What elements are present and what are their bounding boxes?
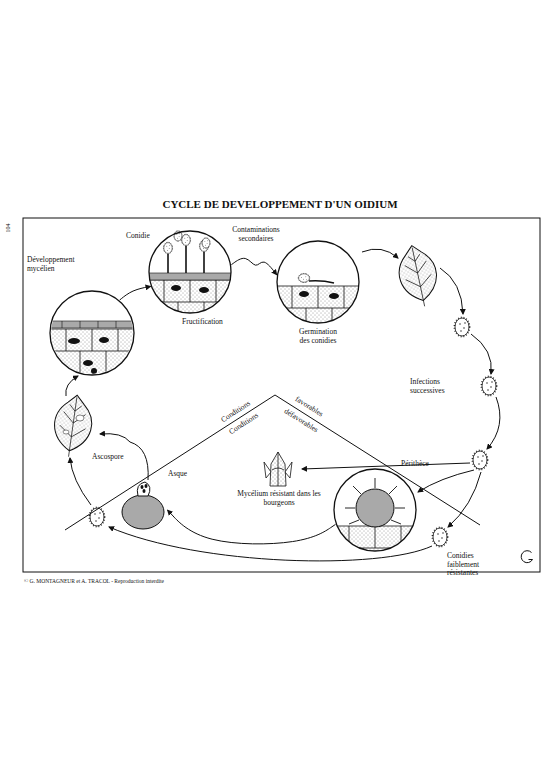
mycelium-picture (83, 360, 93, 366)
perithecium-picture (325, 526, 425, 586)
conidium-spore (481, 376, 496, 395)
fructification-picture (140, 280, 240, 340)
conidium-spore (432, 527, 447, 546)
conditions-line (65, 395, 480, 530)
fructification-picture (168, 246, 204, 273)
circle-outline (277, 241, 359, 323)
mycelium-picture (68, 338, 80, 344)
perithecium-picture (356, 489, 394, 527)
node-label: Germination des conidies (294, 328, 342, 345)
ascospore-dot (141, 485, 144, 489)
mycelium-picture (42, 321, 142, 389)
germination-circle: Germination des conidies (276, 240, 360, 324)
conidium-spore (89, 317, 496, 546)
diagram-title: CYCLE DE DEVELOPPEMENT D'UN OIDIUM (0, 198, 560, 211)
fructification-picture (145, 273, 235, 280)
mycelium-picture (62, 321, 116, 328)
conidia-flying (202, 238, 210, 249)
cycle-arrow (66, 249, 500, 561)
cycle-arrow (66, 376, 78, 396)
germination-picture (268, 273, 368, 346)
fructification-circle: ConidieFructification (148, 230, 232, 314)
cycle-connector (231, 258, 276, 274)
fructification-circle-outline (148, 230, 232, 314)
stage-label: Infections successives (410, 378, 472, 395)
cycle-arrow (362, 249, 398, 258)
publisher-logo (521, 551, 532, 563)
publisher-logo (521, 551, 532, 563)
node-label: Asque (168, 470, 198, 479)
cycle-arrow (418, 470, 474, 492)
mycelium-circle-outline (49, 290, 135, 376)
mycelium-picture (91, 368, 97, 374)
node-label: Mycélium résistant dans les bourgeons (229, 490, 329, 507)
cycle-arrow (487, 397, 500, 449)
ascus-figure: Asque (118, 482, 168, 530)
bud-picture (264, 452, 292, 486)
conidium-spore (472, 450, 487, 469)
sheet-number: 104 (5, 224, 12, 233)
cycle-connector (120, 286, 151, 300)
cycle-connector (168, 510, 336, 544)
fructification-picture (199, 287, 209, 293)
mycelium-picture (42, 329, 142, 389)
germination-picture (268, 286, 368, 346)
bud-figure: Mycélium résistant dans les bourgeons (262, 450, 296, 486)
leaf-picture (50, 242, 443, 459)
ascospore-dot (145, 484, 148, 488)
cycle-arrow (440, 268, 463, 314)
leaf-picture (394, 242, 443, 310)
perithecium-circle-outline (333, 468, 417, 552)
germination-picture (309, 281, 334, 283)
part-label: Conidies faiblement résistantes (447, 552, 503, 578)
circle-outline (149, 231, 231, 313)
conidium-spore (89, 507, 104, 526)
bud-picture (264, 452, 292, 486)
node-label: Conidie (126, 232, 162, 241)
cycle-arrow (471, 334, 491, 374)
fructification-picture (181, 234, 190, 246)
node-label: Développement mycélien (27, 256, 99, 273)
mycelium-picture (99, 337, 109, 343)
germination-picture (329, 293, 339, 299)
fructification-picture (171, 285, 181, 291)
ascus-figure-outline (118, 482, 168, 530)
mycelium-picture (42, 321, 142, 389)
copyright-note: © G. MONTAGNEUR et A. TRACOL - Reproduct… (24, 578, 164, 584)
leaf-picture (50, 393, 95, 460)
leaf-picture (63, 430, 69, 434)
mycelium-picture (47, 321, 137, 328)
conidium-spore (454, 317, 469, 336)
frame (23, 218, 540, 572)
perithecium-sphere (122, 495, 164, 529)
node-label: Fructification (182, 318, 242, 327)
ascospore-dot (143, 489, 146, 493)
circle-outline (50, 291, 134, 375)
cycle-arrow (70, 458, 91, 505)
leaf-picture (76, 415, 84, 421)
connector-label: Contaminations secondaires (226, 226, 286, 243)
cycle-arrow (448, 472, 481, 527)
ascus-sac (137, 482, 150, 496)
mycelium-circle: Développement mycélien (49, 290, 135, 376)
node-label: Périthèce (401, 460, 441, 469)
germination-picture (299, 291, 309, 297)
cycle-arrow (302, 463, 470, 469)
circle-outline (334, 469, 416, 551)
germination-circle-outline (276, 240, 360, 324)
part-label: Ascospore (92, 453, 134, 462)
fructification-picture (163, 242, 172, 254)
perithecium-circle: Périthèce (333, 468, 417, 552)
germination-picture (268, 273, 368, 346)
germination-picture (298, 273, 310, 282)
